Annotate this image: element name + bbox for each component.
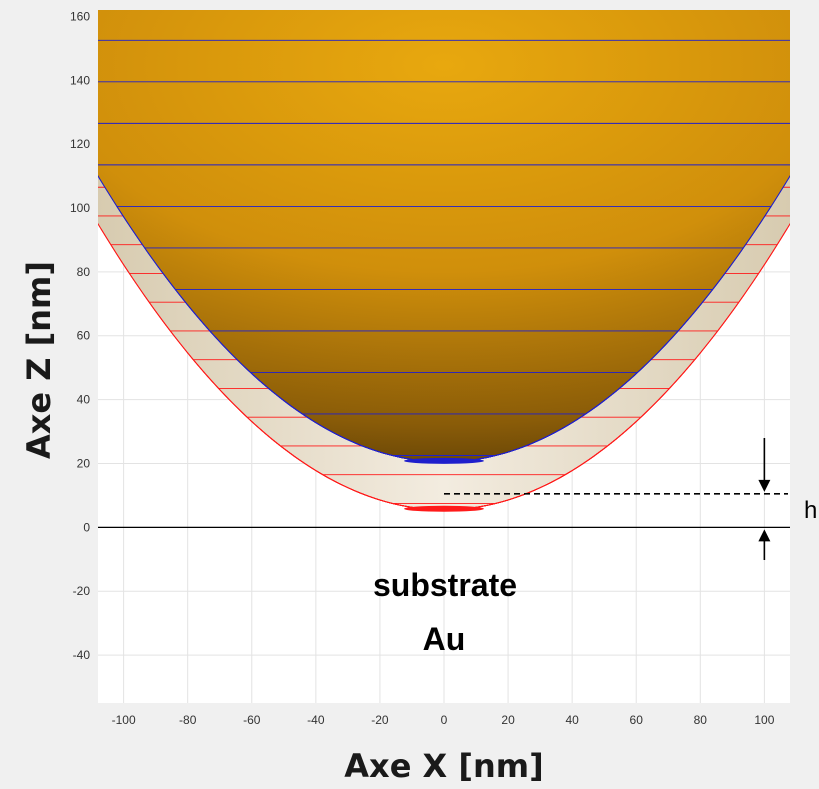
x-tick-label: -100 bbox=[112, 713, 136, 727]
x-tick-label: 20 bbox=[501, 713, 515, 727]
y-tick-label: 120 bbox=[70, 137, 90, 151]
gap-h-label: h bbox=[804, 497, 817, 524]
y-tick-label: 0 bbox=[83, 520, 90, 534]
y-tick-label: -20 bbox=[73, 584, 91, 598]
y-tick-label: 20 bbox=[77, 456, 91, 470]
x-tick-label: 100 bbox=[754, 713, 774, 727]
tip-meridian bbox=[443, 175, 790, 463]
x-axis-title: Axe X [nm] bbox=[344, 747, 543, 785]
x-tick-label: 0 bbox=[441, 713, 448, 727]
y-tick-label: 60 bbox=[77, 329, 91, 343]
substrate-material-label: Au bbox=[423, 621, 466, 657]
y-tick-label: 100 bbox=[70, 201, 90, 215]
x-tick-label: 60 bbox=[630, 713, 644, 727]
tip-apex bbox=[404, 457, 484, 464]
y-tick-label: 40 bbox=[77, 393, 91, 407]
x-tick-label: 80 bbox=[694, 713, 708, 727]
tick-labels: -100 -80 -60 -40 -20 0 20 40 60 80 100 -40 -20 0 20 40 6… bbox=[70, 9, 775, 727]
overlay bbox=[98, 438, 790, 560]
substrate-label: substrate bbox=[373, 567, 517, 603]
x-tick-label: -40 bbox=[307, 713, 325, 727]
x-tick-label: -80 bbox=[179, 713, 197, 727]
y-tick-label: 160 bbox=[70, 9, 90, 23]
y-axis-title: Axe Z [nm] bbox=[20, 261, 58, 459]
x-tick-label: -60 bbox=[243, 713, 261, 727]
gap-arrow-up-head bbox=[758, 529, 771, 542]
y-tick-label: 140 bbox=[70, 73, 90, 87]
coating-meridian bbox=[443, 222, 790, 511]
x-tick-label: -20 bbox=[371, 713, 389, 727]
surfaces bbox=[98, 10, 790, 512]
x-tick-label: 40 bbox=[565, 713, 579, 727]
gap-arrow-down-head bbox=[758, 479, 771, 492]
y-tick-label: -40 bbox=[73, 648, 91, 662]
coating-apex bbox=[404, 505, 484, 512]
y-tick-label: 80 bbox=[77, 265, 91, 279]
